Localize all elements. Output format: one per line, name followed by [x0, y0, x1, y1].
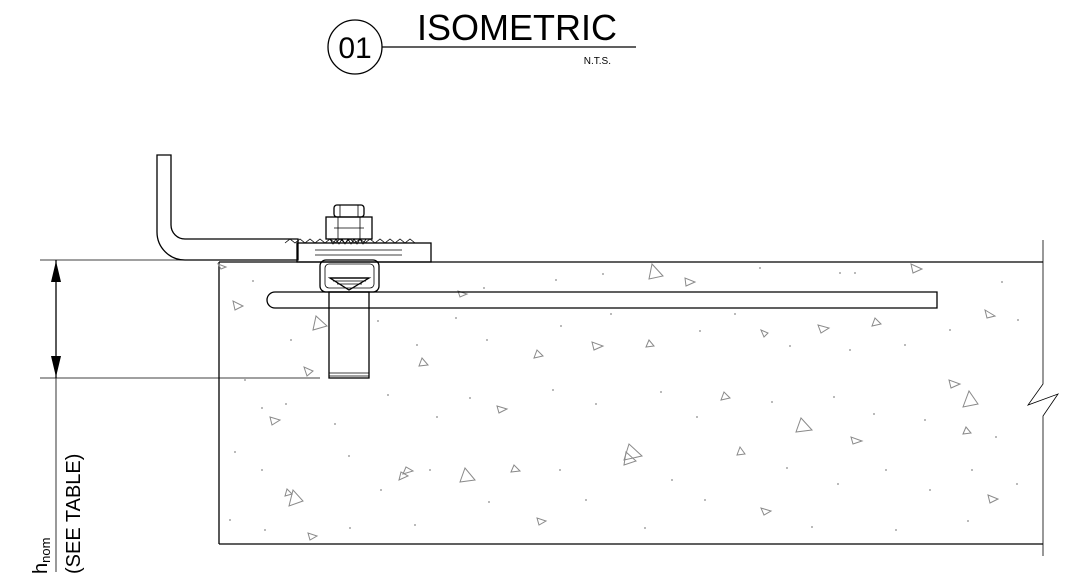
rebar-bar [266, 291, 938, 309]
bolt-end [333, 204, 365, 218]
angle-bracket [156, 154, 299, 261]
dimension-arrow-top [51, 261, 61, 282]
dimension-arrow-bottom [51, 356, 61, 377]
rebar [266, 291, 938, 309]
scale-note: N.T.S. [584, 56, 611, 67]
hex-nut [325, 216, 373, 240]
detail-title: ISOMETRIC [417, 7, 617, 48]
break-line [1026, 240, 1060, 556]
dimension-note: (SEE TABLE) [63, 454, 85, 574]
channel-insert [319, 259, 380, 293]
concrete-slab [216, 240, 1060, 556]
aggregate-pattern [216, 262, 1000, 541]
dimension-label: hnom [30, 538, 53, 574]
svg-text:hnom: hnom [30, 538, 53, 574]
bolt-assembly [325, 204, 373, 245]
title-block: 01 ISOMETRIC N.T.S. [327, 7, 636, 75]
dimension-symbol: h [30, 563, 52, 574]
dimension-subscript: nom [38, 538, 53, 563]
detail-number: 01 [338, 32, 371, 65]
embedment-dimension: hnom (SEE TABLE) [30, 259, 320, 574]
dimension-note-wrap: (SEE TABLE) [63, 454, 85, 574]
speckle-pattern [229, 267, 1019, 531]
anchor-sleeve [328, 291, 370, 379]
